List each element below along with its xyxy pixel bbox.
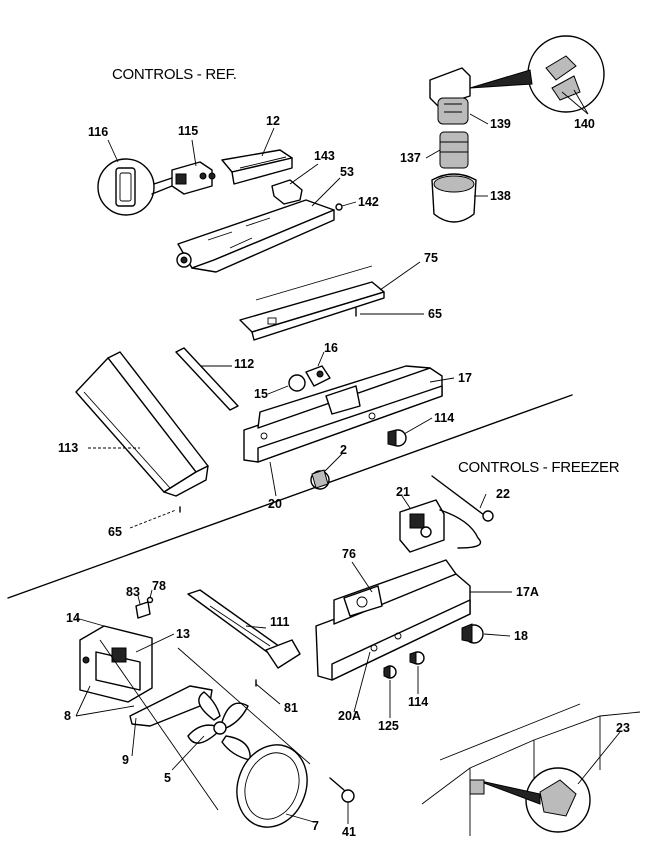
part-140-detail <box>469 35 605 113</box>
label-22: 22 <box>496 487 510 501</box>
label-81: 81 <box>284 701 298 715</box>
leader-lines <box>75 89 621 824</box>
part-78-screw <box>146 596 154 604</box>
label-140: 140 <box>574 117 595 131</box>
part-113-channel <box>75 351 209 497</box>
part-111-arm <box>187 589 301 669</box>
label-53: 53 <box>340 165 354 179</box>
part-2-knob <box>310 469 330 490</box>
part-21-thermostat <box>399 499 445 553</box>
label-23: 23 <box>616 721 630 735</box>
label-111: 111 <box>270 615 290 629</box>
label-116: 116 <box>88 125 108 139</box>
part-12-bracket <box>221 149 293 185</box>
part-115-switch <box>171 161 216 195</box>
label-8: 8 <box>64 709 71 723</box>
label-12: 12 <box>266 114 280 128</box>
part-17a-panel <box>315 559 471 681</box>
part-114-knob-ref <box>387 429 407 447</box>
label-142: 142 <box>358 195 379 209</box>
part-138-cup <box>431 173 477 223</box>
part-143-clip <box>271 179 303 205</box>
label-20a: 20A <box>338 709 361 723</box>
label-113: 113 <box>58 441 78 455</box>
label-83: 83 <box>126 585 140 599</box>
part-7-shroud <box>236 744 308 828</box>
label-13: 13 <box>176 627 190 641</box>
label-15: 15 <box>254 387 268 401</box>
label-65-ref: 65 <box>428 307 442 321</box>
label-114-ref: 114 <box>434 411 454 425</box>
label-137: 137 <box>400 151 421 165</box>
part-83-clip <box>135 601 151 619</box>
controls-ref-title: CONTROLS - REF. <box>112 66 237 83</box>
label-18: 18 <box>514 629 528 643</box>
label-138: 138 <box>490 189 511 203</box>
part-112-tube <box>175 347 239 411</box>
part-14-bracket <box>79 625 153 703</box>
label-65-lower: 65 <box>108 525 122 539</box>
part-18-knob <box>461 623 484 644</box>
part-23-detail <box>421 703 641 836</box>
label-21: 21 <box>396 485 410 499</box>
label-17a: 17A <box>516 585 539 599</box>
part-139-valve <box>429 67 471 125</box>
label-143: 143 <box>314 149 335 163</box>
part-22-bulb <box>482 510 494 522</box>
part-53-housing <box>176 199 335 273</box>
section-divider <box>7 394 573 599</box>
part-75-plate <box>239 265 385 341</box>
part-17-panel <box>243 365 443 463</box>
label-114-frz: 114 <box>408 695 428 709</box>
part-41-screw <box>329 777 355 803</box>
label-78: 78 <box>152 579 166 593</box>
label-17: 17 <box>458 371 472 385</box>
label-14: 14 <box>66 611 80 625</box>
label-9: 9 <box>122 753 129 767</box>
label-76: 76 <box>342 547 356 561</box>
part-15-16-lamp <box>288 365 331 392</box>
part-137-filter <box>439 131 469 169</box>
label-7: 7 <box>312 819 319 833</box>
label-115: 115 <box>178 124 198 138</box>
part-116-detail <box>97 158 173 216</box>
label-139: 139 <box>490 117 511 131</box>
part-125-bulb <box>383 665 397 679</box>
label-125: 125 <box>378 719 399 733</box>
label-20: 20 <box>268 497 282 511</box>
label-41: 41 <box>342 825 356 839</box>
part-5-fan <box>187 691 251 761</box>
label-75: 75 <box>424 251 438 265</box>
label-2: 2 <box>340 443 347 457</box>
label-5: 5 <box>164 771 171 785</box>
label-112: 112 <box>234 357 254 371</box>
controls-freezer-title: CONTROLS - FREEZER <box>458 459 620 476</box>
part-22-capillary <box>431 475 489 549</box>
part-142-screw <box>335 203 343 211</box>
label-16: 16 <box>324 341 338 355</box>
part-114-knob-frz <box>409 651 425 665</box>
